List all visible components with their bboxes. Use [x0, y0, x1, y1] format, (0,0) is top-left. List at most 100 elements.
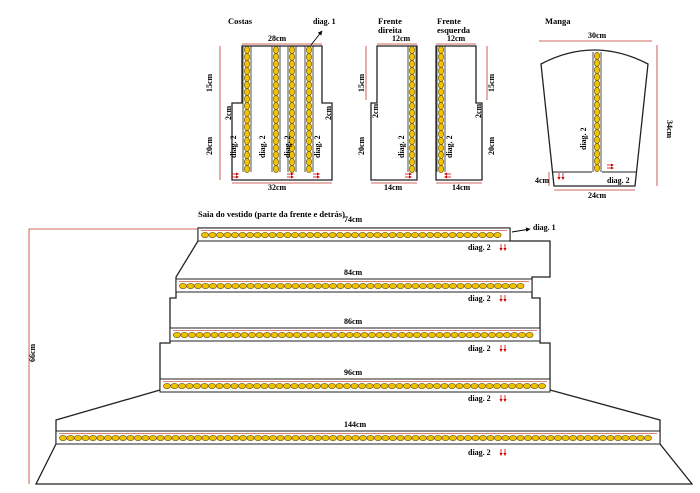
- row-arrow-head: [236, 172, 239, 176]
- braid-link: [201, 232, 209, 238]
- braid-link: [546, 435, 555, 441]
- braid-link: [270, 332, 279, 338]
- braid-link: [383, 332, 391, 338]
- braid-link: [335, 383, 344, 389]
- braid-link: [380, 383, 389, 389]
- braid-link: [351, 435, 360, 441]
- braid-link: [409, 137, 415, 145]
- braid-link: [478, 383, 486, 389]
- braid-link: [203, 332, 211, 338]
- braid-link: [594, 87, 600, 95]
- braid-link: [411, 435, 420, 441]
- frente-esquerda-title-1: Frente: [437, 16, 461, 26]
- braid-link: [195, 332, 204, 338]
- braid-link: [306, 116, 312, 124]
- skirt-tier-1: 74cm diag. 2: [197, 215, 511, 252]
- costas-shoulder-height: 15cm: [205, 73, 214, 92]
- braid-link: [443, 332, 451, 338]
- skirt-title: Saia do vestido (parte da frente e detrá…: [198, 209, 345, 219]
- row-arrow-head: [611, 163, 614, 167]
- braid-link: [409, 53, 415, 61]
- braid-link: [465, 332, 474, 338]
- braid-link: [306, 137, 312, 145]
- braid-link: [246, 435, 255, 441]
- braid-link: [594, 59, 600, 67]
- braid-link: [244, 60, 250, 68]
- braid-link: [255, 332, 264, 338]
- braid-link: [283, 232, 292, 238]
- braid-link: [434, 283, 442, 289]
- braid-link: [390, 332, 399, 338]
- braid-link: [359, 283, 367, 289]
- row-arrow-head: [561, 177, 565, 180]
- braid-link: [208, 383, 216, 389]
- skirt-tier-1-width: 74cm: [344, 215, 363, 224]
- braid-link: [375, 332, 384, 338]
- braid-link: [96, 435, 105, 441]
- braid-link: [440, 383, 449, 389]
- braid-link: [289, 46, 295, 54]
- frente-direita-row-arrows: [405, 172, 412, 179]
- braid-link: [178, 383, 186, 389]
- braid-link: [403, 232, 412, 238]
- braid-link: [435, 332, 444, 338]
- braid-link: [433, 232, 442, 238]
- braid-link: [591, 435, 600, 441]
- row-arrow-head: [557, 177, 561, 180]
- braid-link: [409, 158, 415, 166]
- skirt-tier-4-braid: [163, 381, 547, 389]
- braid-link: [111, 435, 120, 441]
- braid-link: [486, 435, 495, 441]
- braid-link: [538, 383, 546, 389]
- braid-link: [208, 232, 217, 238]
- braid-link: [486, 232, 494, 238]
- braid-link: [156, 435, 165, 441]
- manga-braid: [592, 52, 602, 172]
- braid-link: [368, 332, 376, 338]
- braid-link: [89, 435, 97, 441]
- braid-link: [306, 123, 312, 131]
- braid-link: [389, 283, 397, 289]
- braid-link: [473, 332, 481, 338]
- braid-link: [209, 435, 217, 441]
- braid-link: [306, 435, 315, 441]
- skirt-diag1-label: diag. 1: [533, 223, 556, 232]
- braid-link: [409, 116, 415, 124]
- frente-esquerda-title-2: esquerda: [437, 25, 471, 35]
- braid-link: [313, 232, 322, 238]
- braid-link: [599, 435, 607, 441]
- braid-link: [273, 151, 279, 159]
- braid-link: [594, 108, 600, 116]
- braid-link: [480, 332, 489, 338]
- braid-link: [186, 283, 195, 289]
- row-arrow-head: [499, 248, 503, 251]
- braid-link: [261, 232, 269, 238]
- frente-direita-title-2: direita: [378, 25, 403, 35]
- braid-link: [179, 283, 187, 289]
- braid-link: [298, 232, 307, 238]
- braid-link: [594, 157, 600, 165]
- braid-link: [231, 435, 240, 441]
- braid-link: [244, 81, 250, 89]
- braid-link: [426, 232, 434, 238]
- braid-link: [629, 435, 637, 441]
- skirt-diag1-arrow: [511, 227, 531, 233]
- braid-link: [594, 150, 600, 158]
- braid-link: [289, 88, 295, 96]
- braid-link: [426, 283, 435, 289]
- frente-esquerda-piece: Frente esquerda 12cm 14cm 15cm 20cm 2cm …: [435, 16, 496, 192]
- braid-link: [173, 332, 181, 338]
- braid-link: [463, 383, 471, 389]
- braid-link: [485, 383, 494, 389]
- skirt-tier-5-braid: [59, 433, 657, 441]
- braid-link: [306, 130, 312, 138]
- braid-link: [273, 81, 279, 89]
- braid-link: [186, 435, 195, 441]
- braid-link: [215, 383, 224, 389]
- braid-link: [345, 332, 354, 338]
- costas-diag1-label: diag. 1: [313, 17, 336, 26]
- braid-link: [594, 164, 600, 172]
- braid-link: [594, 115, 600, 123]
- braid-link: [306, 88, 312, 96]
- braid-link: [530, 383, 539, 389]
